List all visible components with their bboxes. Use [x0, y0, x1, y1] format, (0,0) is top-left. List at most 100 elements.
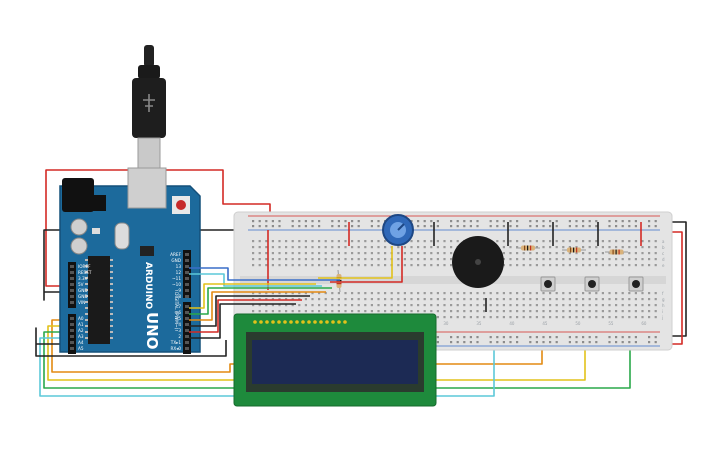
pushbutton-cap[interactable] — [588, 280, 596, 288]
bb-hole — [265, 258, 268, 261]
wire[interactable] — [189, 273, 322, 287]
bb-hole — [344, 246, 347, 249]
wire[interactable] — [189, 283, 316, 309]
rail-hole — [529, 220, 532, 223]
bb-hole — [595, 292, 598, 295]
rail-hole — [628, 220, 631, 223]
bb-hole — [535, 252, 538, 255]
rail-hole — [648, 225, 651, 228]
bb-hole — [397, 252, 400, 255]
bb-hole — [509, 264, 512, 267]
wire[interactable] — [189, 291, 326, 321]
rail-hole — [351, 225, 354, 228]
bb-hole — [417, 310, 420, 313]
header-pin — [70, 271, 74, 274]
bb-hole — [357, 298, 360, 301]
bb-hole — [318, 304, 321, 307]
wire[interactable] — [660, 221, 687, 337]
wire[interactable] — [189, 299, 302, 333]
rail-hole — [337, 225, 340, 228]
rail-hole — [621, 220, 624, 223]
reset-button[interactable] — [176, 200, 186, 210]
bb-hole — [628, 292, 631, 295]
rail-hole — [463, 336, 466, 339]
bb-hole — [410, 240, 413, 243]
bb-hole — [384, 252, 387, 255]
rail-hole — [331, 220, 334, 223]
bb-hole — [502, 292, 505, 295]
wire[interactable] — [189, 303, 296, 339]
bb-hole — [331, 304, 334, 307]
digital-header-bottom — [183, 302, 191, 354]
pushbutton-cap[interactable] — [632, 280, 640, 288]
rail-hole — [549, 336, 552, 339]
wire[interactable] — [39, 318, 495, 397]
rail-hole — [516, 336, 519, 339]
wire[interactable] — [43, 318, 631, 389]
wire[interactable] — [51, 318, 543, 373]
bb-hole — [397, 246, 400, 249]
bb-hole — [483, 292, 486, 295]
bb-hole — [252, 298, 255, 301]
bb-hole — [397, 304, 400, 307]
potentiometer[interactable] — [382, 214, 414, 246]
wire[interactable] — [45, 169, 271, 287]
bb-hole — [562, 240, 565, 243]
bb-hole — [271, 246, 274, 249]
bb-hole — [615, 240, 618, 243]
bb-hole — [502, 316, 505, 319]
bb-hole — [258, 310, 261, 313]
header-pin — [185, 335, 189, 338]
chip-pin — [110, 307, 113, 309]
bb-hole — [509, 292, 512, 295]
bb-hole — [430, 246, 433, 249]
usb-plug-neck — [138, 65, 160, 79]
wire[interactable] — [189, 267, 340, 281]
wire[interactable] — [35, 327, 227, 357]
rail-hole — [456, 220, 459, 223]
bb-hole — [436, 246, 439, 249]
wire[interactable] — [189, 295, 310, 327]
pushbutton-cap[interactable] — [544, 280, 552, 288]
wires-front — [189, 222, 642, 339]
bb-hole — [252, 292, 255, 295]
bb-hole — [377, 310, 380, 313]
chip-pin — [110, 295, 113, 297]
bb-hole — [344, 304, 347, 307]
usb-cable[interactable] — [132, 45, 166, 171]
arduino-model: UNO — [143, 312, 161, 350]
bb-hole — [588, 292, 591, 295]
bb-hole — [456, 310, 459, 313]
bb-hole — [377, 252, 380, 255]
bb-hole — [450, 310, 453, 313]
chip-pin — [85, 265, 88, 267]
wire[interactable] — [318, 246, 393, 279]
wire[interactable] — [330, 246, 403, 283]
rail-hole — [456, 341, 459, 344]
rail-hole — [535, 336, 538, 339]
lcd-16x2[interactable] — [233, 313, 437, 407]
wire[interactable] — [47, 318, 586, 381]
column-number: 40 — [509, 321, 515, 326]
rail-hole — [502, 336, 505, 339]
bb-hole — [364, 292, 367, 295]
bb-hole — [456, 292, 459, 295]
header-pin — [70, 329, 74, 332]
pin-label: 3.3V — [78, 276, 88, 281]
bb-hole — [344, 258, 347, 261]
bb-hole — [384, 298, 387, 301]
piezo-buzzer[interactable] — [452, 236, 504, 288]
rail-hole — [450, 341, 453, 344]
bb-hole — [502, 258, 505, 261]
breadboard-channel — [240, 276, 666, 284]
header-pin — [70, 323, 74, 326]
bb-hole — [549, 310, 552, 313]
chip-pin — [110, 301, 113, 303]
bb-hole — [575, 240, 578, 243]
bb-hole — [450, 264, 453, 267]
rail-hole — [575, 225, 578, 228]
wire[interactable] — [189, 287, 332, 315]
bb-hole — [522, 316, 525, 319]
bb-hole — [443, 310, 446, 313]
